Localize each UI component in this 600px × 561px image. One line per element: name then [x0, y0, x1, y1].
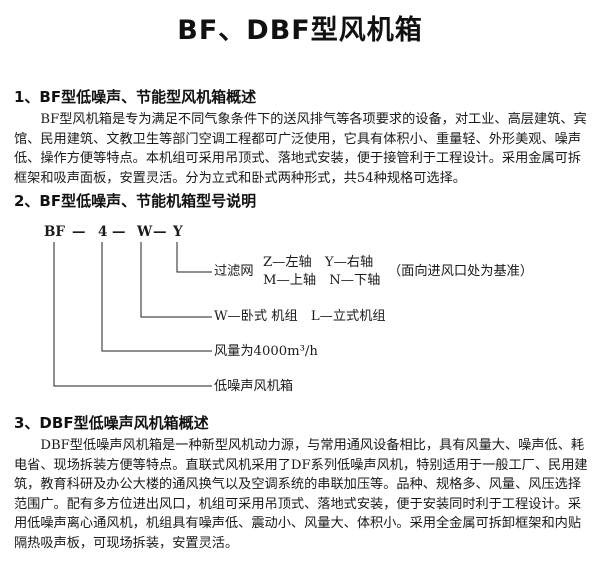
page-title: BF、DBF型风机箱 [177, 15, 423, 46]
section-2-heading: 2、BF型低噪声、节能机箱型号说明 [14, 192, 257, 210]
airflow-label: 风量为4000m³/h [214, 344, 318, 359]
code-mount: W [137, 224, 153, 240]
filter-note: （面向进风口处为基准） [388, 264, 534, 279]
code-series: BF [44, 224, 65, 240]
code-dash-1: — [72, 224, 86, 240]
filter-options-line1: Z—左轴 Y—右轴 [263, 255, 374, 270]
section-3-paragraph: DBF型低噪声风机箱是一种新型风机动力源，与常用通风设备相比，具有风量大、噪声低… [14, 438, 588, 551]
code-filter: Y [173, 224, 183, 240]
filter-options-line2: M—上轴 N—下轴 [263, 273, 381, 288]
code-dash-2: — [112, 224, 126, 240]
code-dash-3: — [153, 224, 167, 240]
code-airflow: 4 [98, 224, 108, 240]
section-1-heading: 1、BF型低噪声、节能型风机箱概述 [14, 88, 257, 106]
series-label: 低噪声风机箱 [214, 379, 294, 394]
section-3-heading: 3、DBF型低噪声风机箱概述 [14, 414, 209, 432]
filter-label: 过滤网 [214, 264, 254, 279]
mount-label: W—卧式 机组 L—立式机组 [214, 309, 386, 324]
section-1-paragraph: BF型风机箱是专为满足不同气象条件下的送风排气等各项要求的设备，对工业、高层建筑… [14, 112, 587, 186]
